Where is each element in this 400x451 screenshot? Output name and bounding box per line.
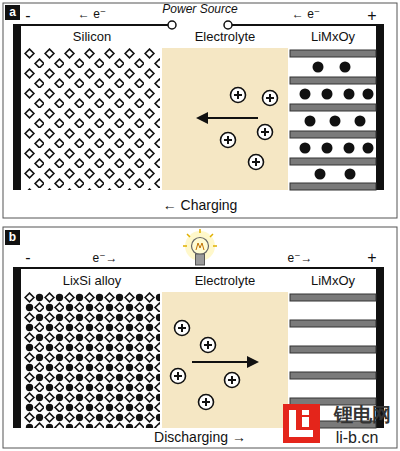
lithium-ion xyxy=(231,88,246,103)
lithium-ion xyxy=(249,155,264,170)
bulb-base xyxy=(196,254,205,265)
terminal-sign: + xyxy=(367,7,376,25)
lithium-atom xyxy=(340,62,351,73)
oxide-layer xyxy=(290,50,376,57)
oxide-layer xyxy=(290,131,376,138)
process-label: Discharging → xyxy=(154,430,246,445)
lithium-atom xyxy=(363,143,374,154)
lithium-atom xyxy=(300,143,311,154)
lithiated-silicon-lattice xyxy=(24,292,160,428)
oxide-layer xyxy=(290,294,376,301)
arrow-head xyxy=(196,112,208,124)
lithium-atom xyxy=(322,143,333,154)
anode-region: LixSi alloy xyxy=(24,292,160,428)
cathode-region: LiMxOy xyxy=(290,48,376,190)
intercalated-lithium xyxy=(300,62,374,180)
ion-flow-arrow xyxy=(205,117,258,119)
lithium-ion xyxy=(199,395,214,410)
power-terminal xyxy=(224,21,232,29)
arrow-head xyxy=(247,356,259,368)
oxide-layer xyxy=(290,320,376,327)
lithium-atom xyxy=(363,89,374,100)
lithium-atom xyxy=(315,169,326,180)
watermark-logo-mark xyxy=(302,417,309,427)
oxide-layer xyxy=(290,104,376,111)
lithium-ion xyxy=(175,321,190,336)
region-label: Electrolyte xyxy=(132,29,318,44)
lithium-ion xyxy=(258,125,273,140)
lithium-ion xyxy=(225,373,240,388)
panel-tag: a xyxy=(5,5,20,20)
oxide-layer xyxy=(290,158,376,165)
panel-letter: b xyxy=(5,230,20,245)
electron-flow-label: ← e⁻ xyxy=(78,8,106,21)
watermark-text: 锂电网 xyxy=(334,405,391,426)
terminal-sign: + xyxy=(367,249,376,267)
electron-flow-label: e⁻→ xyxy=(92,252,117,265)
lithium-ion xyxy=(201,338,216,353)
lithium-atom xyxy=(330,116,341,127)
oxide-layer xyxy=(290,183,376,190)
lithium-atom xyxy=(344,89,355,100)
lithium-atom xyxy=(322,89,333,100)
external-wire xyxy=(17,267,380,269)
terminal-sign: - xyxy=(25,7,30,25)
panel-tag: b xyxy=(5,230,20,245)
region-label: LiMxOy xyxy=(260,273,400,288)
electron-flow-label: ← e⁻ xyxy=(292,8,320,21)
current-collector xyxy=(376,24,384,190)
lithium-atom xyxy=(305,116,316,127)
light-bulb xyxy=(192,238,209,255)
region-label: LixSi alloy xyxy=(0,273,190,288)
lithium-ion xyxy=(221,133,236,148)
region-label: Silicon xyxy=(0,29,190,44)
lithium-atom xyxy=(355,116,366,127)
power-terminal xyxy=(168,21,176,29)
anode-region: Silicon xyxy=(24,48,160,190)
lithium-atom xyxy=(344,143,355,154)
terminal-sign: - xyxy=(25,249,30,267)
process-label: ← Charging xyxy=(163,198,238,213)
ion-flow-arrow xyxy=(192,361,250,363)
current-collector xyxy=(13,24,21,190)
oxide-layer xyxy=(290,77,376,84)
bulb-filament xyxy=(196,243,204,250)
lithium-ion xyxy=(263,91,278,106)
lithium-ion xyxy=(171,369,186,384)
oxide-layer xyxy=(290,346,376,353)
watermark-logo-mark xyxy=(302,410,309,415)
lithium-atom xyxy=(345,169,356,180)
watermark-url: li-b.cn xyxy=(336,429,379,447)
silicon-lattice xyxy=(24,48,160,190)
lithium-atom xyxy=(313,62,324,73)
current-collector xyxy=(13,267,21,428)
electrolyte-fill xyxy=(162,48,288,190)
panel-frame xyxy=(3,227,397,448)
power-source-label: Power Source xyxy=(162,3,237,16)
oxide-layer xyxy=(290,372,376,379)
watermark-logo xyxy=(283,404,320,443)
lithium-atom xyxy=(300,89,311,100)
region-label: LiMxOy xyxy=(260,29,400,44)
external-wire xyxy=(17,24,380,26)
region-label: Electrolyte xyxy=(132,273,318,288)
electron-flow-label: e⁻→ xyxy=(287,252,312,265)
electrolyte-region: Electrolyte xyxy=(162,48,288,190)
cathode-layers xyxy=(290,50,376,190)
watermark-logo-mark xyxy=(289,410,313,437)
electrolyte-region: Electrolyte xyxy=(162,292,288,428)
panel-letter: a xyxy=(5,5,20,20)
electrolyte-fill xyxy=(162,292,288,428)
